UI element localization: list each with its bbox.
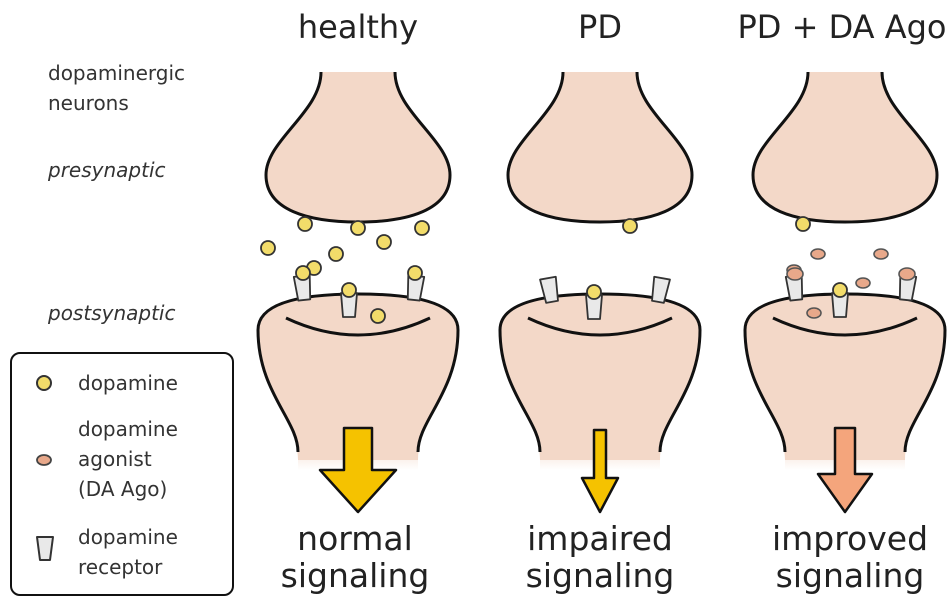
dopamine-particle [623,219,637,233]
column-header-pd: PD [545,8,655,46]
legend-agonist-line3: (DA Ago) [78,474,178,504]
agonist-icon [34,452,54,468]
dopamine-particle [351,221,365,235]
result-line1: improved [765,520,935,557]
result-label-healthy: normal signaling [275,520,435,594]
result-line2: signaling [765,557,935,594]
side-label-neurons-line2: neurons [48,88,185,118]
dopamine-particle [298,217,312,231]
bound-dopamine [296,266,310,280]
dopamine-particle [796,217,810,231]
side-label-neurons-line1: dopaminergic [48,58,185,88]
result-label-pd: impaired signaling [515,520,685,594]
bound-dopamine [833,283,847,297]
receptor-icon [34,534,56,564]
bound-dopamine [408,266,422,280]
bound-dopamine [342,283,356,297]
legend-label-agonist: dopamine agonist (DA Ago) [78,414,178,504]
agonist-particle [807,308,821,318]
agonist-particle [856,278,870,288]
legend-label-receptor: dopamine receptor [78,522,178,582]
result-line1: normal [275,520,435,557]
result-line2: signaling [275,557,435,594]
synapse-column-pd-ago [745,72,945,512]
legend-agonist-line2: agonist [78,444,178,474]
legend-receptor-line2: receptor [78,552,178,582]
dopamine-particle [371,309,385,323]
bound-agonist [899,268,915,280]
legend-receptor-line1: dopamine [78,522,178,552]
result-label-pd-ago: improved signaling [765,520,935,594]
column-header-healthy: healthy [293,8,423,46]
side-label-postsynaptic: postsynaptic [48,298,175,328]
agonist-particle [874,249,888,259]
synapse-column-healthy [258,72,458,512]
dopamine-particle [377,235,391,249]
dopamine-icon [34,373,54,393]
dopamine-particle [261,241,275,255]
presynaptic-terminal [266,72,450,222]
presynaptic-terminal [753,72,937,222]
legend-label-dopamine: dopamine [78,368,178,398]
legend-box: dopamine dopamine agonist (DA Ago) dopam… [10,352,234,596]
dopamine-particle [415,221,429,235]
side-label-presynaptic: presynaptic [48,155,166,185]
result-line1: impaired [515,520,685,557]
synapse-column-pd [500,72,700,512]
result-line2: signaling [515,557,685,594]
bound-dopamine [587,285,601,299]
presynaptic-terminal [508,72,692,222]
agonist-particle [811,249,825,259]
column-header-pd-ago: PD + DA Ago [735,8,949,46]
legend-agonist-line1: dopamine [78,414,178,444]
bound-agonist [787,268,803,280]
side-label-neurons: dopaminergic neurons [48,58,185,118]
dopamine-particle [329,247,343,261]
